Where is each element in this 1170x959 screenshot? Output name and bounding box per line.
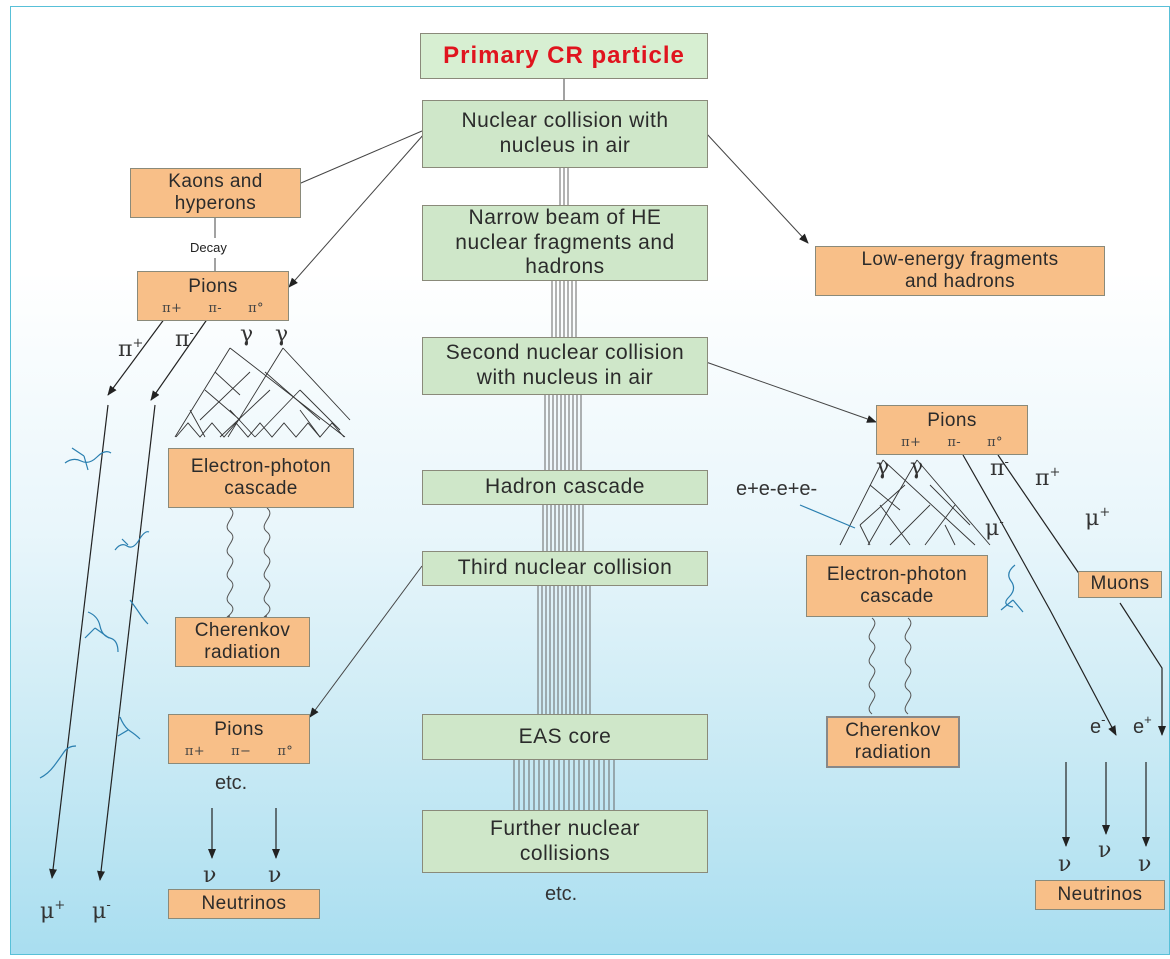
left-gamma-2: γ xyxy=(275,322,289,347)
decay-label: Decay xyxy=(190,240,227,255)
low-energy-fragments-box: Low-energy fragments and hadrons xyxy=(815,246,1105,296)
left-pions-box: Pions π+ π- π° xyxy=(137,271,289,321)
bottom-pion-minus: π− xyxy=(231,743,252,759)
left-muon-paths xyxy=(49,317,280,881)
left-pi-minus-label: π- xyxy=(175,326,194,352)
right-pion-plus: π+ xyxy=(901,434,922,450)
right-decay-paths xyxy=(962,454,1166,847)
left-pion-plus: π+ xyxy=(162,300,183,316)
right-nu-2: ν xyxy=(1098,838,1112,863)
left-pi-plus-label: π+ xyxy=(118,336,144,362)
arrow-to-pions xyxy=(288,133,425,288)
right-pions-symbols: π+ π- π° xyxy=(901,435,1003,450)
bottom-pion-plus: π+ xyxy=(184,743,206,759)
left-pion-zero: π° xyxy=(248,300,264,316)
right-mu-minus-label: μ- xyxy=(985,515,1004,541)
left-nu-1: ν xyxy=(203,863,217,888)
right-gamma-2: γ xyxy=(910,455,924,480)
right-pi-plus-label: π+ xyxy=(1035,465,1061,491)
bottom-pions-symbols: π+ π− π° xyxy=(185,744,293,759)
left-electron-photon-cascade-box: Electron-photon cascade xyxy=(168,448,354,508)
right-pi-minus-label: π- xyxy=(990,455,1009,481)
left-mu-minus-label: μ- xyxy=(92,898,111,924)
left-gamma-1: γ xyxy=(240,322,254,347)
eas-core-box: EAS core xyxy=(422,714,708,760)
right-electron-photon-cascade-box: Electron-photon cascade xyxy=(806,555,988,617)
right-cherenkov-waves xyxy=(868,617,912,715)
right-gamma-1: γ xyxy=(876,455,890,480)
beam-lines xyxy=(513,168,615,810)
right-gamma-cascade xyxy=(839,459,991,546)
narrow-beam-box: Narrow beam of HE nuclear fragments and … xyxy=(422,205,708,281)
arrow-to-low-energy xyxy=(705,132,809,244)
primary-cr-particle: Primary CR particle xyxy=(420,33,708,79)
second-collision-box: Second nuclear collision with nucleus in… xyxy=(422,337,708,395)
electron-pairs-label: e+e-e+e- xyxy=(736,478,818,500)
right-e-plus-label: e+ xyxy=(1133,712,1152,738)
left-gamma-cascade xyxy=(174,347,351,438)
kaons-hyperons-box: Kaons and hyperons xyxy=(130,168,301,218)
left-cherenkov-box: Cherenkov radiation xyxy=(175,617,310,667)
right-nu-1: ν xyxy=(1058,852,1072,877)
arrow-to-bottom-pions xyxy=(309,565,423,718)
right-pion-zero: π° xyxy=(987,434,1003,450)
right-nu-3: ν xyxy=(1138,852,1152,877)
left-pions-symbols: π+ π- π° xyxy=(162,301,264,316)
left-nu-2: ν xyxy=(268,863,282,888)
left-pion-minus: π- xyxy=(208,300,223,316)
further-collisions-box: Further nuclear collisions xyxy=(422,810,708,873)
nuclear-collision-box: Nuclear collision with nucleus in air xyxy=(422,100,708,168)
left-neutrinos-box: Neutrinos xyxy=(168,889,320,919)
left-etc-label: etc. xyxy=(215,772,248,794)
arrow-to-right-pions xyxy=(705,361,877,423)
bottom-pions-box: Pions π+ π− π° xyxy=(168,714,310,764)
right-cherenkov-box: Cherenkov radiation xyxy=(826,716,960,768)
left-mu-plus-label: μ+ xyxy=(40,898,66,924)
muons-box: Muons xyxy=(1078,571,1162,598)
right-e-minus-label: e- xyxy=(1090,712,1106,738)
ee-pointer xyxy=(799,504,856,529)
left-pions-title: Pions xyxy=(188,276,238,298)
right-pions-box: Pions π+ π- π° xyxy=(876,405,1028,455)
bottom-pion-zero: π° xyxy=(277,743,294,759)
right-pion-minus: π- xyxy=(947,434,962,450)
right-mu-plus-label: μ+ xyxy=(1085,505,1111,531)
left-cherenkov-waves xyxy=(226,507,271,618)
right-pions-title: Pions xyxy=(927,410,977,432)
third-collision-box: Third nuclear collision xyxy=(422,551,708,586)
right-knockon-electron xyxy=(1000,564,1024,613)
center-etc-label: etc. xyxy=(545,883,578,905)
left-knockon-electrons xyxy=(39,447,150,779)
arrow-to-kaons xyxy=(279,130,423,193)
bottom-pions-title: Pions xyxy=(214,719,264,741)
hadron-cascade-box: Hadron cascade xyxy=(422,470,708,505)
right-neutrinos-box: Neutrinos xyxy=(1035,880,1165,910)
